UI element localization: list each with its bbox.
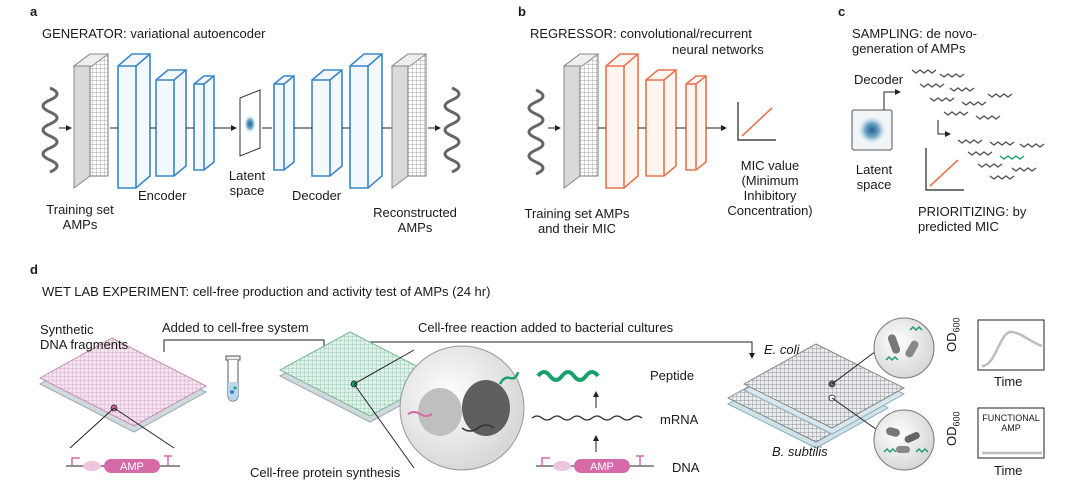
panel-b-title-2: neural networks bbox=[672, 42, 764, 57]
od-plot-functional bbox=[977, 407, 1045, 459]
mic-plot-b bbox=[737, 102, 776, 141]
encoder-label: Encoder bbox=[138, 188, 187, 203]
panel-d-title: WET LAB EXPERIMENT: cell-free production… bbox=[42, 284, 491, 299]
amp-construct-1 bbox=[66, 455, 180, 473]
prioritized-sequences-c bbox=[957, 139, 1045, 180]
panel-c-letter: c bbox=[838, 4, 846, 19]
panel-b-letter: b bbox=[518, 4, 526, 19]
output-layer-a bbox=[390, 53, 428, 189]
panel-b-title-1: REGRESSOR: convolutional/recurrent bbox=[530, 26, 752, 41]
ribosome-sphere bbox=[399, 345, 525, 471]
panel-a-letter: a bbox=[30, 4, 38, 19]
amp-construct-2 bbox=[536, 455, 654, 473]
bacteria-circle-2 bbox=[873, 409, 935, 471]
mrna-label: mRNA bbox=[660, 412, 699, 427]
input-layer-a bbox=[72, 53, 110, 189]
latent-thumb-c bbox=[851, 109, 893, 151]
regressor-layers bbox=[605, 53, 707, 189]
reaction-added-label: Cell-free reaction added to bacterial cu… bbox=[418, 320, 674, 335]
peptide-label: Peptide bbox=[650, 368, 695, 383]
od-axis-label-2: OD600 bbox=[944, 411, 962, 446]
helix-input-b bbox=[527, 88, 545, 176]
dna-plate bbox=[38, 337, 208, 449]
panel-a-title: GENERATOR: variational autoencoder bbox=[42, 26, 266, 41]
ecoli-label: E. coli bbox=[764, 342, 800, 357]
panel-d-letter: d bbox=[30, 262, 38, 277]
latent-space-a bbox=[239, 89, 261, 157]
input-layer-b bbox=[562, 53, 600, 189]
od-plot-growth bbox=[977, 319, 1045, 371]
bacteria-circle-1 bbox=[873, 317, 935, 379]
helix-input-a bbox=[41, 86, 59, 174]
peptide-icon bbox=[536, 370, 600, 382]
culture-plates bbox=[726, 343, 906, 449]
time-axis-label-1: Time bbox=[994, 374, 1023, 389]
helix-output-a bbox=[443, 86, 461, 174]
mic-plot-c bbox=[925, 148, 964, 191]
od-axis-label-1: OD600 bbox=[944, 317, 962, 352]
amp-label-1: AMP bbox=[120, 461, 144, 473]
bsubtilis-label: B. subtilis bbox=[772, 444, 828, 459]
encoder-layers bbox=[117, 53, 215, 189]
test-tube bbox=[225, 355, 241, 402]
cfps-label: Cell-free protein synthesis bbox=[250, 465, 401, 480]
panel-c-title: SAMPLING: de novo-generation of AMPs bbox=[852, 26, 977, 56]
dna-label: DNA bbox=[672, 460, 700, 475]
decoder-label-a: Decoder bbox=[292, 188, 342, 203]
decoder-label-c: Decoder bbox=[854, 72, 904, 87]
generated-sequences-c bbox=[911, 69, 1013, 120]
added-cellfree-label: Added to cell-free system bbox=[162, 320, 309, 335]
mrna-icon bbox=[531, 415, 643, 421]
amp-label-2: AMP bbox=[590, 461, 614, 473]
time-axis-label-2: Time bbox=[994, 463, 1023, 478]
decoder-layers-a bbox=[273, 53, 383, 189]
